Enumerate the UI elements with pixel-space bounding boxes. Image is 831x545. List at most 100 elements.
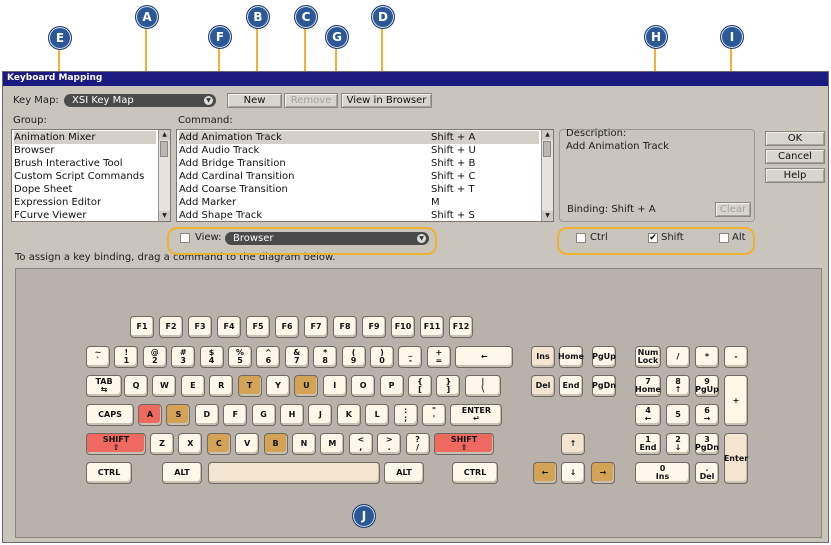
left-alt-key[interactable]: ALT — [162, 462, 202, 484]
caps-lock-key[interactable]: CAPS — [86, 404, 134, 426]
numpad-key[interactable]: * — [695, 346, 719, 368]
number-row-key[interactable]: $ 4 — [199, 346, 224, 368]
numpad-key[interactable]: 9 PgUp — [695, 375, 719, 397]
letter-key[interactable]: K — [336, 404, 361, 426]
numpad-key[interactable]: - — [724, 346, 748, 368]
letter-key[interactable]: Q — [124, 375, 148, 397]
letter-key[interactable]: U — [294, 375, 319, 397]
group-list-item[interactable]: Browser — [14, 144, 156, 157]
numpad-key[interactable]: 0 Ins — [635, 462, 690, 484]
letter-key[interactable]: O — [351, 375, 376, 397]
letter-key[interactable]: < , — [348, 433, 373, 455]
scroll-up-icon[interactable]: ▲ — [542, 130, 553, 140]
number-row-key[interactable]: + = — [426, 346, 451, 368]
function-key[interactable]: F11 — [420, 316, 444, 338]
arrow-down-key[interactable]: ↓ — [561, 462, 585, 484]
arrow-right-key[interactable]: → — [591, 462, 615, 484]
navigation-key[interactable]: Ins — [531, 346, 555, 368]
alt-checkbox[interactable] — [719, 233, 729, 243]
number-row-key[interactable]: & 7 — [284, 346, 309, 368]
numpad-key[interactable]: 3 PgDn — [695, 433, 719, 455]
letter-key[interactable]: C — [206, 433, 231, 455]
letter-key[interactable]: S — [166, 404, 191, 426]
letter-key[interactable]: } ] — [436, 375, 461, 397]
function-key[interactable]: F3 — [188, 316, 212, 338]
number-row-key[interactable]: # 3 — [171, 346, 196, 368]
letter-key[interactable]: | \ — [464, 375, 501, 397]
group-list-item[interactable]: Animation Mixer — [14, 131, 156, 144]
letter-key[interactable]: F — [223, 404, 248, 426]
group-list-item[interactable]: FCurve Viewer — [14, 209, 156, 221]
arrow-left-key[interactable]: ← — [533, 462, 557, 484]
space-key[interactable] — [208, 462, 380, 484]
number-row-key[interactable]: ^ 6 — [256, 346, 281, 368]
scroll-thumb[interactable] — [160, 141, 168, 157]
numpad-key[interactable]: 5 — [666, 404, 690, 426]
scroll-down-icon[interactable]: ▼ — [159, 211, 170, 221]
scroll-down-icon[interactable]: ▼ — [542, 211, 553, 221]
view-in-browser-button[interactable]: View in Browser — [341, 93, 432, 108]
view-dropdown[interactable]: Browser ▼ — [225, 232, 429, 245]
cancel-button[interactable]: Cancel — [765, 149, 825, 164]
numpad-key[interactable]: 8 ↑ — [666, 375, 690, 397]
navigation-key[interactable]: End — [559, 375, 583, 397]
numpad-key[interactable]: / — [666, 346, 690, 368]
letter-key[interactable]: A — [138, 404, 162, 426]
letter-key[interactable]: ? / — [405, 433, 430, 455]
navigation-key[interactable]: Del — [531, 375, 555, 397]
letter-key[interactable]: { [ — [408, 375, 432, 397]
right-ctrl-key[interactable]: CTRL — [452, 462, 498, 484]
right-alt-key[interactable]: ALT — [384, 462, 424, 484]
scroll-up-icon[interactable]: ▲ — [159, 130, 170, 140]
group-list-item[interactable]: Custom Script Commands — [14, 170, 156, 183]
letter-key[interactable]: Z — [150, 433, 174, 455]
function-key[interactable]: F10 — [391, 316, 415, 338]
function-key[interactable]: F1 — [130, 316, 154, 338]
group-list-item[interactable]: Expression Editor — [14, 196, 156, 209]
number-row-key[interactable]: ~ ` — [86, 346, 110, 368]
function-key[interactable]: F9 — [362, 316, 386, 338]
number-row-key[interactable]: @ 2 — [142, 346, 167, 368]
shift-checkbox[interactable]: ✔ — [648, 233, 658, 243]
numpad-key[interactable]: 7 Home — [635, 375, 661, 397]
keymap-dropdown[interactable]: XSI Key Map ▼ — [64, 94, 216, 107]
number-row-key[interactable]: * 8 — [313, 346, 338, 368]
navigation-key[interactable]: PgDn — [592, 375, 616, 397]
left-ctrl-key[interactable]: CTRL — [86, 462, 132, 484]
arrow-up-key[interactable]: ↑ — [561, 433, 585, 455]
letter-key[interactable]: > . — [377, 433, 402, 455]
view-checkbox[interactable] — [180, 233, 190, 243]
function-key[interactable]: F2 — [159, 316, 183, 338]
function-key[interactable]: F8 — [333, 316, 357, 338]
ok-button[interactable]: OK — [765, 131, 825, 146]
left-shift-key[interactable]: SHIFT ⇧ — [86, 433, 146, 455]
right-shift-key[interactable]: SHIFT ⇧ — [434, 433, 494, 455]
number-row-key[interactable]: ! 1 — [114, 346, 139, 368]
number-row-key[interactable]: _ - — [398, 346, 423, 368]
letter-key[interactable]: L — [365, 404, 390, 426]
numpad-key[interactable]: 1 End — [635, 433, 661, 455]
tab-key[interactable]: TAB ⇆ — [86, 375, 122, 397]
function-key[interactable]: F6 — [275, 316, 299, 338]
letter-key[interactable]: M — [320, 433, 345, 455]
numpad-key[interactable]: . Del — [695, 462, 719, 484]
letter-key[interactable]: Y — [266, 375, 290, 397]
new-button[interactable]: New — [227, 93, 282, 108]
group-scrollbar[interactable]: ▲▼ — [158, 130, 170, 221]
function-key[interactable]: F7 — [304, 316, 328, 338]
number-row-key[interactable]: ← — [455, 346, 514, 368]
function-key[interactable]: F5 — [246, 316, 270, 338]
clear-button[interactable]: Clear — [715, 202, 751, 217]
help-button[interactable]: Help — [765, 168, 825, 183]
number-row-key[interactable]: % 5 — [228, 346, 252, 368]
letter-key[interactable]: : ; — [393, 404, 418, 426]
letter-key[interactable]: P — [379, 375, 404, 397]
function-key[interactable]: F12 — [449, 316, 473, 338]
letter-key[interactable]: I — [322, 375, 347, 397]
letter-key[interactable]: " ' — [422, 404, 446, 426]
number-row-key[interactable]: ) 0 — [370, 346, 394, 368]
